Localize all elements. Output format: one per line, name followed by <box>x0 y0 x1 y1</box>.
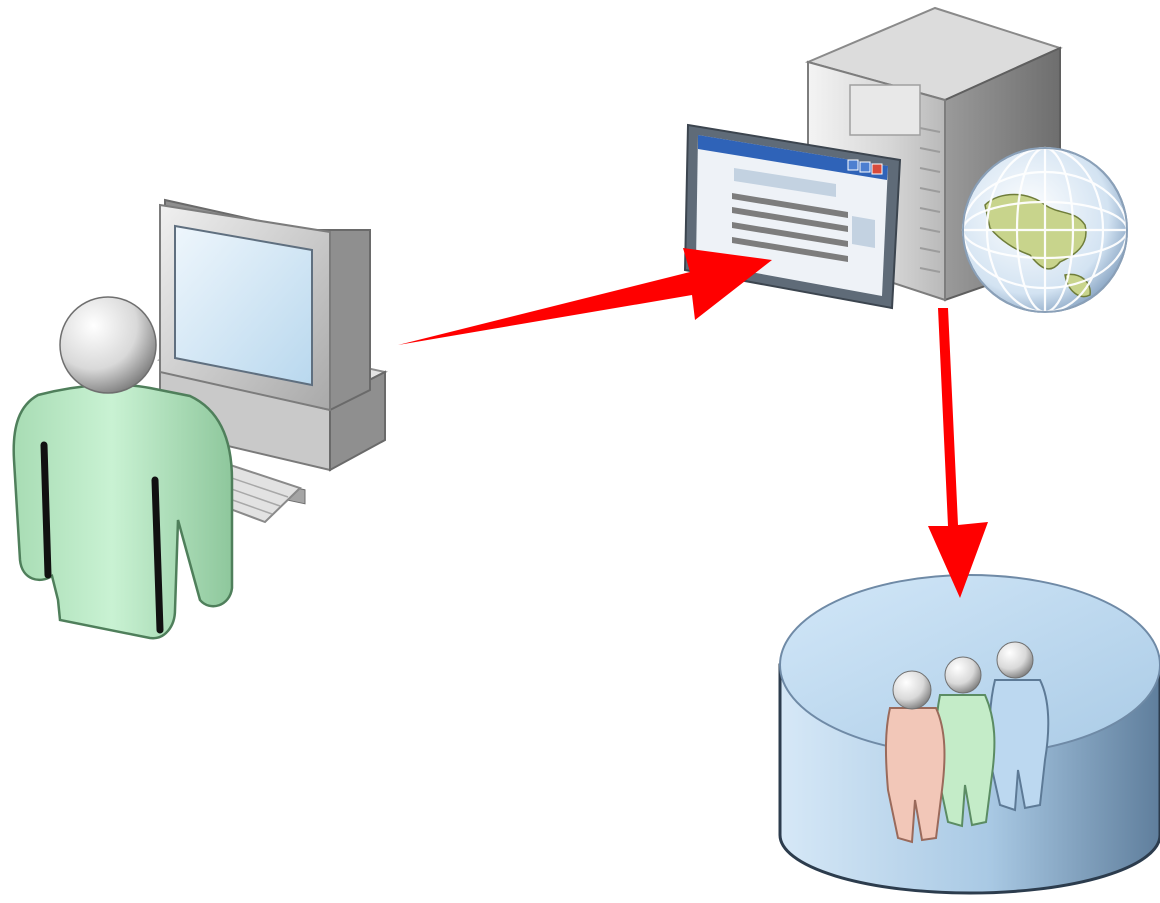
internet-globe-icon <box>961 146 1129 314</box>
web-server <box>683 6 1129 314</box>
arrow-server-to-database <box>928 308 988 598</box>
group-member-red <box>884 670 946 844</box>
group-member-blue <box>988 641 1050 812</box>
user-group-icon <box>884 641 1050 844</box>
monitor-icon <box>159 198 371 412</box>
user-workstation <box>12 198 388 640</box>
arrow-user-to-server <box>398 248 772 345</box>
user-avatar-icon <box>12 296 234 640</box>
user-group-database <box>778 574 1160 895</box>
browser-window-icon <box>683 123 902 310</box>
